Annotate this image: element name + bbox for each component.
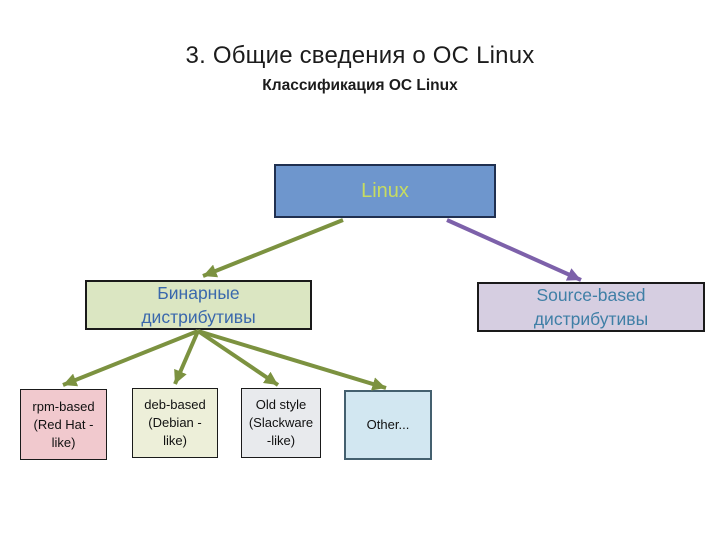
- node-rpm-based: rpm-based (Red Hat - like): [20, 389, 107, 460]
- edge-binary-to-rpm: [62, 329, 199, 387]
- edge-linux-to-binary: [202, 218, 344, 278]
- node-deb-based: deb-based (Debian - like): [132, 388, 218, 458]
- edge-binary-to-deb: [173, 330, 200, 385]
- edge-binary-to-other: [197, 329, 387, 391]
- node-other: Other...: [344, 390, 432, 460]
- node-binary-distros: Бинарные дистрибутивы: [85, 280, 312, 330]
- edge-linux-to-source-based: [446, 218, 582, 282]
- node-linux: Linux: [274, 164, 496, 218]
- node-old-style: Old style (Slackware -like): [241, 388, 321, 458]
- slide-subtitle: Классификация ОС Linux: [262, 77, 458, 94]
- node-source-based-distros: Source-based дистрибутивы: [477, 282, 705, 332]
- edge-binary-to-old-style: [196, 329, 280, 387]
- slide-title: 3. Общие сведения о ОС Linux: [185, 42, 535, 69]
